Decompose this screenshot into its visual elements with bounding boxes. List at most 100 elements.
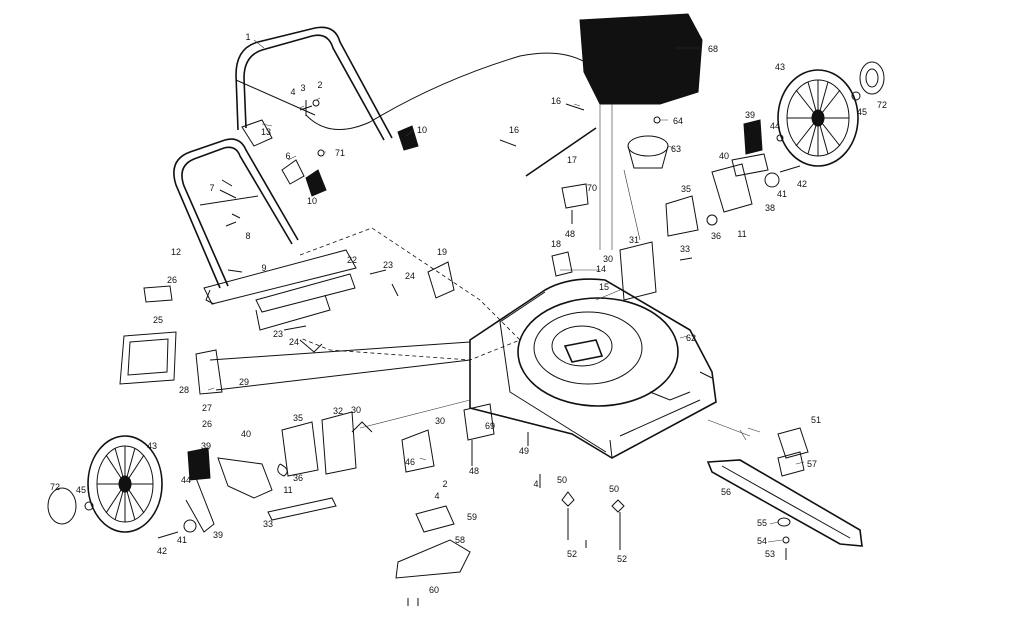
- callout-11: 11: [283, 485, 293, 495]
- callout-26: 26: [166, 275, 178, 285]
- callout-46: 46: [404, 457, 416, 467]
- callout-42: 42: [156, 546, 168, 556]
- callout-49: 49: [518, 446, 530, 456]
- callout-12: 12: [170, 247, 182, 257]
- handle-hardware: [205, 99, 325, 305]
- callout-27: 27: [201, 403, 213, 413]
- left-wheel: [47, 435, 163, 533]
- callout-39: 39: [744, 110, 756, 120]
- callout-52: 52: [566, 549, 578, 559]
- callout-11: 11: [737, 229, 747, 239]
- callout-35: 35: [680, 184, 692, 194]
- rear-height-adjuster: [195, 341, 471, 395]
- engine-mount-lines: [599, 104, 641, 250]
- rear-shield-panel: [255, 227, 521, 361]
- callout-17: 17: [566, 155, 578, 165]
- chute-flap: [401, 429, 435, 473]
- callout-19: 19: [436, 247, 448, 257]
- callout-2: 2: [317, 80, 323, 90]
- engine: [579, 13, 703, 105]
- callout-9: 9: [261, 263, 267, 273]
- callout-36: 36: [292, 473, 304, 483]
- callout-45: 45: [75, 485, 87, 495]
- control-cable: [305, 52, 586, 131]
- callout-23: 23: [272, 329, 284, 339]
- callout-43: 43: [146, 441, 158, 451]
- warning-label: [143, 285, 173, 303]
- right-height-adjuster: [706, 119, 801, 226]
- blade-hardware: [777, 517, 791, 560]
- callout-41: 41: [176, 535, 188, 545]
- callout-26: 26: [201, 419, 213, 429]
- callout-52: 52: [616, 554, 628, 564]
- callout-16: 16: [550, 96, 562, 106]
- callout-22: 22: [346, 255, 358, 265]
- left-height-adjuster: [157, 447, 337, 539]
- throttle-rod: [499, 103, 597, 177]
- callout-30: 30: [434, 416, 446, 426]
- mower-deck: [469, 278, 717, 459]
- blade: [706, 459, 863, 547]
- callout-31: 31: [628, 235, 640, 245]
- callout-44: 44: [180, 475, 192, 485]
- callout-13: 13: [260, 127, 272, 137]
- callout-48: 48: [468, 466, 480, 476]
- lower-handle: [173, 138, 299, 289]
- callout-39: 39: [212, 530, 224, 540]
- front-accessories: [395, 505, 471, 606]
- callout-63: 63: [670, 144, 682, 154]
- callout-36: 36: [710, 231, 722, 241]
- callout-10: 10: [306, 196, 318, 206]
- callout-7: 7: [209, 183, 215, 193]
- callout-51: 51: [810, 415, 822, 425]
- callout-10: 10: [416, 125, 428, 135]
- callout-50: 50: [608, 484, 620, 494]
- callout-53: 53: [764, 549, 776, 559]
- callout-4: 4: [290, 87, 296, 97]
- callout-6: 6: [285, 151, 291, 161]
- left-axle-plates: [281, 411, 373, 477]
- callout-2: 2: [442, 479, 448, 489]
- callout-55: 55: [756, 518, 768, 528]
- callout-59: 59: [466, 512, 478, 522]
- callout-29: 29: [238, 377, 250, 387]
- callout-40: 40: [240, 429, 252, 439]
- callout-4: 4: [434, 491, 440, 501]
- callout-54: 54: [756, 536, 768, 546]
- callout-15: 15: [598, 282, 610, 292]
- callout-42: 42: [796, 179, 808, 189]
- callout-30: 30: [350, 405, 362, 415]
- callout-25: 25: [152, 315, 164, 325]
- callout-45: 45: [856, 107, 868, 117]
- callout-68: 68: [707, 44, 719, 54]
- callout-41: 41: [776, 189, 788, 199]
- callout-39: 39: [200, 441, 212, 451]
- callout-23: 23: [382, 260, 394, 270]
- callout-33: 33: [679, 244, 691, 254]
- callout-8: 8: [245, 231, 251, 241]
- display-label: [119, 331, 177, 385]
- rear-deflector-plate: [203, 249, 357, 313]
- callout-16: 16: [508, 125, 520, 135]
- callout-40: 40: [718, 151, 730, 161]
- leader-lines: [207, 39, 805, 543]
- callout-35: 35: [292, 413, 304, 423]
- right-wheel: [777, 61, 885, 167]
- deck-hardware: [463, 403, 625, 550]
- callout-43: 43: [774, 62, 786, 72]
- guide-lines: [359, 269, 751, 441]
- callout-4: 4: [533, 479, 539, 489]
- callout-3: 3: [300, 83, 306, 93]
- callout-28: 28: [178, 385, 190, 395]
- callout-72: 72: [876, 100, 888, 110]
- callout-56: 56: [720, 487, 732, 497]
- callout-18: 18: [550, 239, 562, 249]
- callout-64: 64: [672, 116, 684, 126]
- callout-32: 32: [332, 406, 344, 416]
- callout-24: 24: [404, 271, 416, 281]
- callout-70: 70: [586, 183, 598, 193]
- front-axle-plates: [551, 195, 699, 301]
- drive-bracket: [561, 183, 589, 224]
